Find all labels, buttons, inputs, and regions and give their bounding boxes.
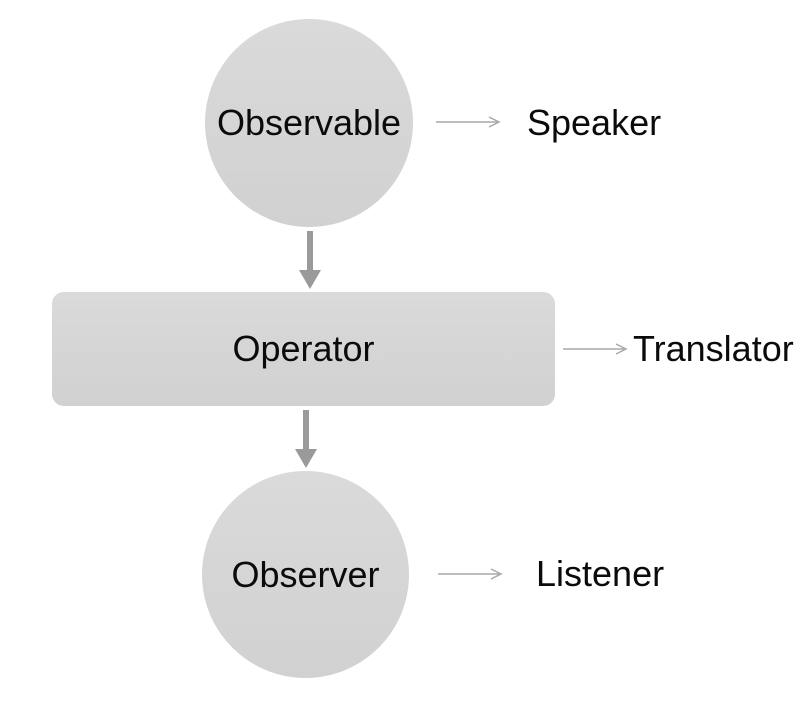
node-observer: Observer	[202, 471, 409, 678]
arrow-down-icon	[299, 231, 321, 289]
annotation-translator: Translator	[633, 328, 794, 369]
arrow-right-icon	[563, 343, 628, 355]
node-observable: Observable	[205, 19, 413, 227]
node-operator-label: Operator	[232, 328, 375, 369]
node-operator: Operator	[52, 292, 555, 406]
arrow-right-icon	[436, 116, 501, 128]
node-observer-label: Observer	[231, 553, 380, 595]
arrow-down-icon	[295, 410, 317, 468]
annotation-speaker: Speaker	[527, 102, 662, 143]
annotation-listener: Listener	[536, 553, 665, 594]
node-observable-label: Observable	[216, 102, 402, 143]
arrow-right-icon	[438, 568, 503, 580]
